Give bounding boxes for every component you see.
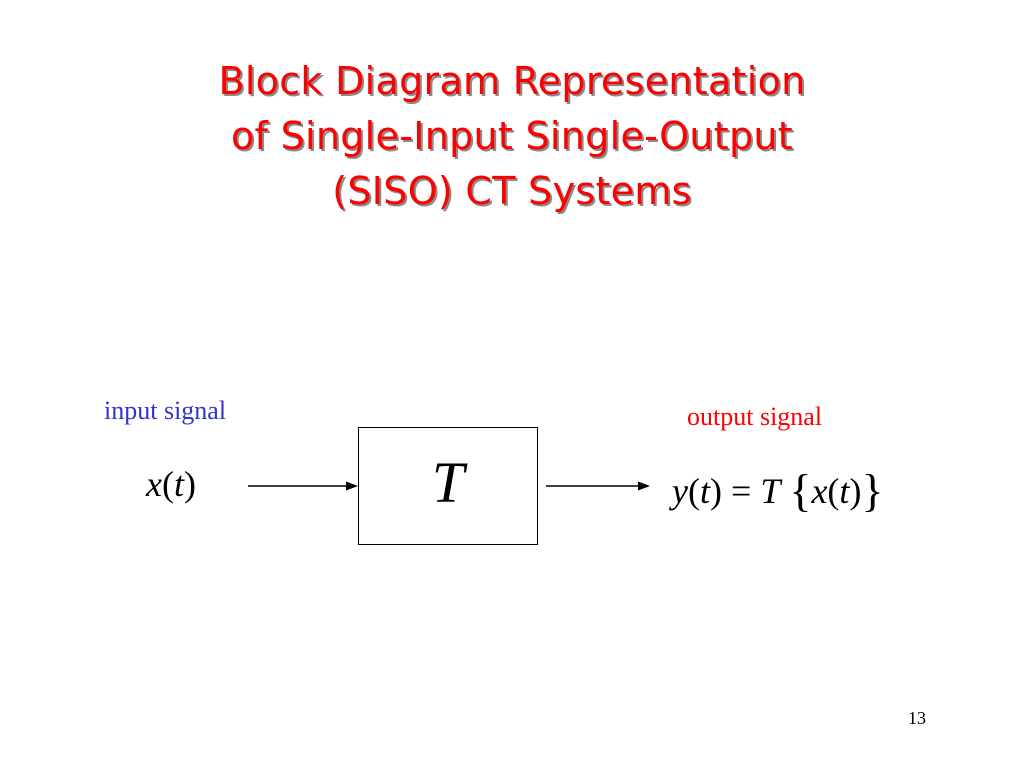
operator-symbol: T (760, 471, 781, 511)
slide-title: Block Diagram Representation of Single-I… (0, 54, 1024, 219)
output-fn: y (672, 471, 688, 511)
output-expression: y(t) = T {x(t)} (672, 461, 884, 516)
input-signal-label: input signal (104, 396, 227, 425)
input-open-paren: ( (161, 464, 174, 504)
inner-fn: x (811, 471, 828, 511)
output-open-paren: ( (687, 471, 700, 511)
input-var: t (173, 464, 184, 504)
output-var: t (699, 471, 710, 511)
title-line-2: of Single-Input Single-Output (230, 114, 793, 158)
output-close-paren: ) (710, 471, 722, 511)
inner-open-paren: ( (827, 471, 840, 511)
title-line-3: (SISO) CT Systems (332, 169, 692, 213)
output-signal-label: output signal (687, 402, 823, 431)
inner-var: t (839, 471, 850, 511)
input-expression: x(t) (146, 463, 196, 505)
page-number: 13 (908, 708, 926, 728)
input-arrowhead (346, 481, 358, 491)
input-fn: x (146, 464, 162, 504)
input-close-paren: ) (184, 464, 196, 504)
output-arrowhead (638, 481, 650, 491)
title-line-1: Block Diagram Representation (218, 59, 806, 103)
system-block: T (358, 427, 538, 545)
inner-close-paren: ) (849, 471, 862, 511)
system-symbol: T (431, 450, 465, 515)
close-brace: } (861, 465, 884, 516)
open-brace: { (789, 465, 812, 516)
equals-sign: = (731, 471, 752, 511)
